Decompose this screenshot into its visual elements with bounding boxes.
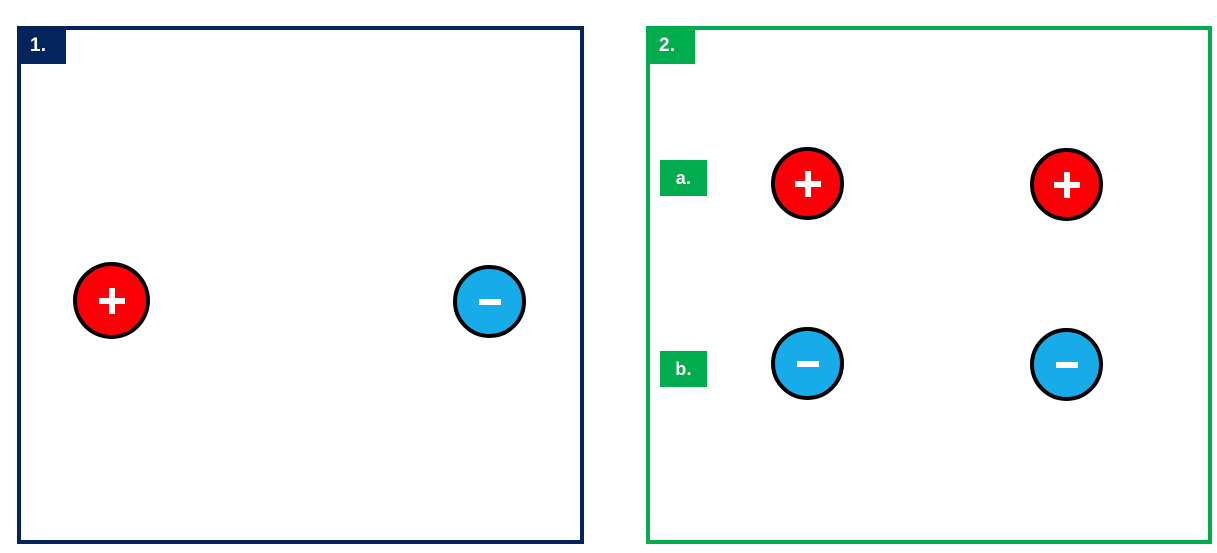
- minus-icon: [457, 269, 522, 334]
- charge-negative-right[interactable]: [453, 265, 526, 338]
- charge-b-negative-left[interactable]: [771, 327, 844, 400]
- panel-2: 2. a. b.: [646, 26, 1212, 544]
- panel-1: 1.: [17, 26, 584, 544]
- charge-b-negative-right[interactable]: [1030, 328, 1103, 401]
- plus-icon: [775, 151, 840, 216]
- row-tag-a: a.: [660, 160, 707, 196]
- plus-icon: [77, 266, 146, 335]
- charge-a-positive-right[interactable]: [1030, 148, 1103, 221]
- panel-1-number-tag: 1.: [17, 26, 66, 64]
- row-tag-b: b.: [660, 351, 707, 387]
- minus-icon: [1034, 332, 1099, 397]
- minus-icon: [775, 331, 840, 396]
- charge-a-positive-left[interactable]: [771, 147, 844, 220]
- charge-positive-left[interactable]: [73, 262, 150, 339]
- panel-2-number-tag: 2.: [646, 26, 695, 64]
- plus-icon: [1034, 152, 1099, 217]
